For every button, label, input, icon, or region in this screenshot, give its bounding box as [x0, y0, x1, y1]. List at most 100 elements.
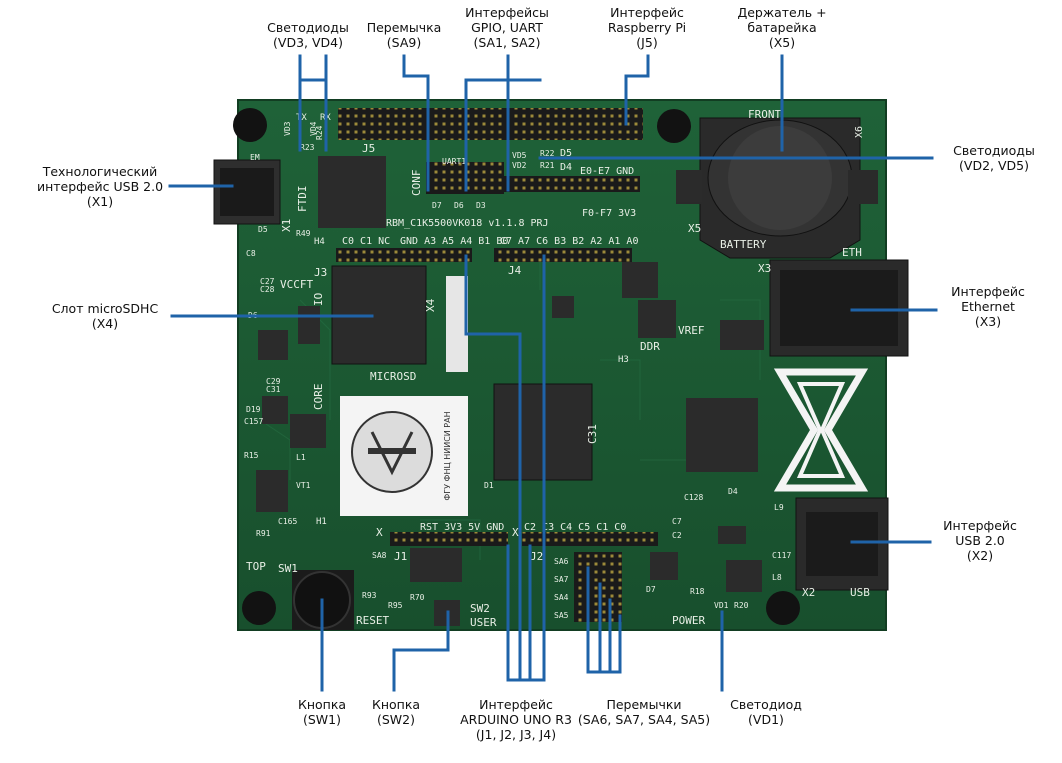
silk-d4: D4 [560, 162, 572, 173]
silk-d1: D1 [484, 481, 494, 490]
institute-logo-panel: ФГУ ФНЦ НИИСИ РАН [340, 396, 468, 516]
silk-c-labels: C0 C1 NC [342, 236, 390, 247]
callout-gpio-uart-line2: GPIO, UART [452, 20, 562, 35]
callout-button-sw1-line1: Кнопка [282, 697, 362, 712]
silk-r15: R15 [244, 451, 259, 460]
silk-r20: R20 [734, 601, 749, 610]
callout-led-vd1-line2: (VD1) [716, 712, 816, 727]
silk-j2: J2 [530, 550, 543, 563]
callout-usb-tech-line1: Технологический [30, 164, 170, 179]
callout-jumper-sa9-line1: Перемычка [354, 20, 454, 35]
silk-r95: R95 [388, 601, 403, 610]
callout-arduino-line3: (J1, J2, J3, J4) [446, 727, 586, 742]
callout-gpio-uart-line1: Интерфейсы [452, 5, 562, 20]
callout-battery-line1: Держатель + [726, 5, 838, 20]
silk-d7b: D7 [646, 585, 656, 594]
callout-raspberry-line3: (J5) [592, 35, 702, 50]
callout-ethernet-line3: (X3) [938, 314, 1038, 329]
silk-sw2: SW2 [470, 602, 490, 615]
callout-leds-vd3-vd4-line2: (VD3, VD4) [248, 35, 368, 50]
silk-ddr: DDR [640, 340, 660, 353]
callout-microsd-line2: (X4) [40, 316, 170, 331]
silk-c165: C165 [278, 517, 297, 526]
silk-d6: D6 [454, 201, 464, 210]
silk-h3: H3 [618, 355, 629, 365]
callout-arduino-line1: Интерфейс [446, 697, 586, 712]
silk-vccft: VCCFT [280, 278, 313, 291]
silk-r91: R91 [256, 529, 271, 538]
silk-battery: BATTERY [720, 238, 767, 251]
silk-x-right: X [512, 526, 519, 539]
silk-c7: C7 [672, 517, 682, 526]
callout-leds-vd2-vd5-line2: (VD2, VD5) [936, 158, 1052, 173]
silk-em: EM [250, 153, 260, 162]
silk-x1: X1 [280, 219, 293, 232]
j3-header [336, 248, 472, 262]
silk-eth: ETH [842, 246, 862, 259]
callout-usb-x2-line3: (X2) [930, 548, 1030, 563]
callout-button-sw2: Кнопка (SW2) [356, 697, 436, 727]
callout-microsd: Слот microSDHC (X4) [40, 301, 170, 331]
silk-r24: R24 [315, 125, 324, 140]
silk-j1: J1 [394, 550, 407, 563]
callout-leds-vd2-vd5: Светодиоды (VD2, VD5) [936, 143, 1052, 173]
gpio-header [466, 162, 504, 194]
silk-x2: X2 [802, 586, 815, 599]
silk-j4-pins: C7 A7 C6 B3 B2 A2 A1 A0 [500, 236, 638, 247]
callout-button-sw2-line2: (SW2) [356, 712, 436, 727]
silk-vd5: VD5 [512, 151, 527, 160]
silk-r93: R93 [362, 591, 377, 600]
silk-tx: TX [296, 113, 307, 123]
silk-sw1: SW1 [278, 562, 298, 575]
silk-d19: D19 [246, 405, 261, 414]
silk-x3: X3 [758, 262, 771, 275]
j5-header [338, 108, 643, 140]
silk-vd1: VD1 [714, 601, 729, 610]
callout-ethernet-line1: Интерфейс [938, 284, 1038, 299]
silk-j1-pins: RST 3V3 5V GND [420, 522, 504, 533]
silk-j3-pins: GND A3 A5 A4 B1 B0 [400, 236, 508, 247]
callout-leds-vd3-vd4: Светодиоды (VD3, VD4) [248, 20, 368, 50]
j1-header [390, 532, 508, 546]
silk-top: TOP [246, 560, 266, 573]
callout-leds-vd3-vd4-line1: Светодиоды [248, 20, 368, 35]
silk-reset: RESET [356, 614, 389, 627]
silk-j3: J3 [314, 266, 327, 279]
callout-button-sw1: Кнопка (SW1) [282, 697, 362, 727]
silk-d4b: D4 [728, 487, 738, 496]
ftdi-chip [318, 156, 386, 228]
j4-header [494, 248, 632, 262]
callout-jumpers: Перемычки (SA6, SA7, SA4, SA5) [574, 697, 714, 727]
silk-e0e7: E0-E7 GND [580, 166, 634, 177]
callout-battery: Держатель + батарейка (X5) [726, 5, 838, 50]
silk-sa5: SA5 [554, 611, 569, 620]
callout-jumper-sa9-line2: (SA9) [354, 35, 454, 50]
callout-usb-x2: Интерфейс USB 2.0 (X2) [930, 518, 1030, 563]
silk-c157: C157 [244, 417, 263, 426]
conf-header [426, 162, 466, 194]
silk-f0f7: F0-F7 3V3 [582, 208, 636, 219]
silk-c128: C128 [684, 493, 703, 502]
callout-led-vd1-line1: Светодиод [716, 697, 816, 712]
silk-sa6: SA6 [554, 557, 569, 566]
silk-r49: R49 [296, 229, 311, 238]
callout-raspberry: Интерфейс Raspberry Pi (J5) [592, 5, 702, 50]
callout-usb-tech: Технологический интерфейс USB 2.0 (X1) [30, 164, 170, 209]
silk-d5l: D5 [258, 225, 268, 234]
silk-c8: C8 [246, 249, 256, 258]
silk-x4: X4 [424, 298, 437, 312]
silk-l9: L9 [774, 503, 784, 512]
j2-header [522, 532, 658, 546]
silk-j2-pins: C2 C3 C4 C5 C1 C0 [524, 522, 626, 533]
silk-uart1: UART1 [442, 157, 466, 166]
callout-usb-x2-line2: USB 2.0 [930, 533, 1030, 548]
silk-user: USER [470, 616, 497, 629]
callout-battery-line3: (X5) [726, 35, 838, 50]
silk-c31b: C31 [266, 385, 281, 394]
battery-holder [676, 118, 878, 258]
logo-text: ФГУ ФНЦ НИИСИ РАН [443, 411, 452, 500]
callout-ethernet-line2: Ethernet [938, 299, 1038, 314]
callout-button-sw1-line2: (SW1) [282, 712, 362, 727]
